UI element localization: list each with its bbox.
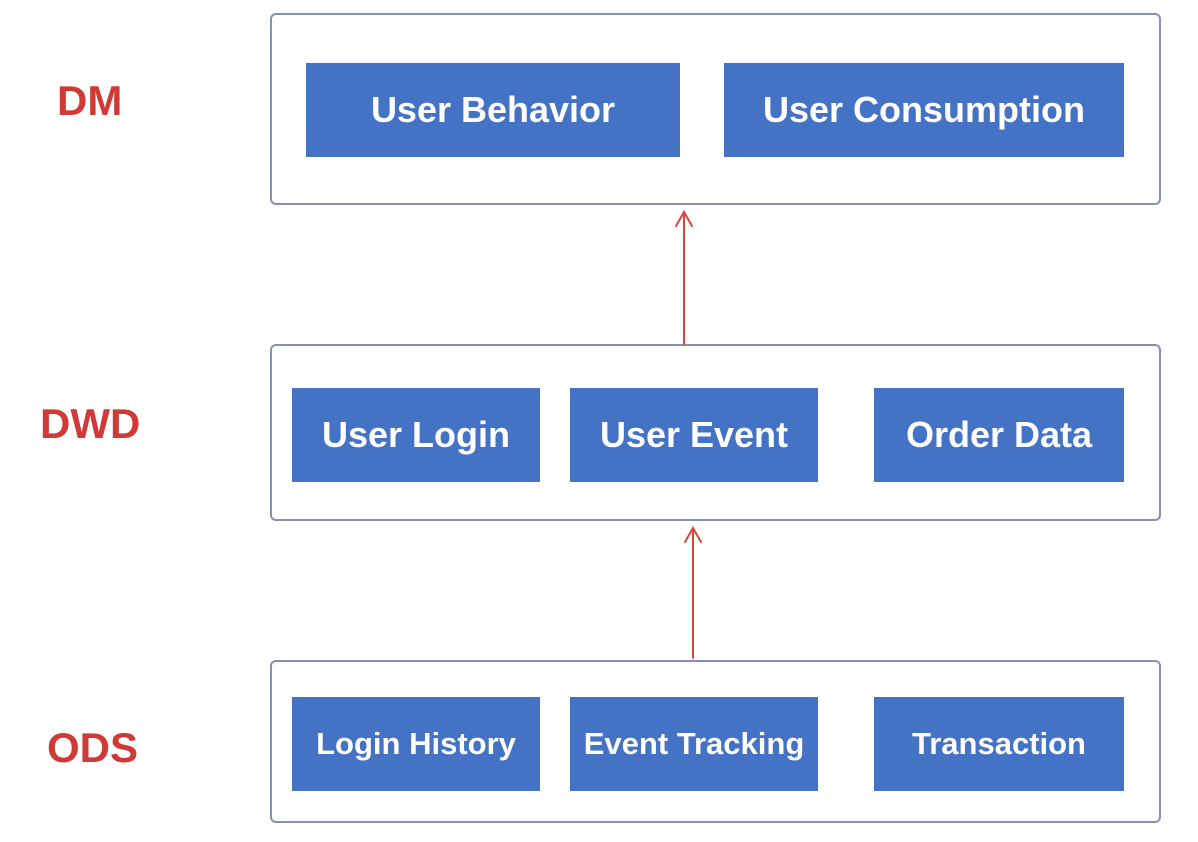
- node-login-history: Login History: [292, 697, 540, 791]
- ods-layer-panel: Login History Event Tracking Transaction: [270, 660, 1161, 823]
- arrow-ods-to-dwd: [684, 525, 702, 659]
- arrow-dwd-to-dm: [675, 209, 693, 345]
- node-user-consumption: User Consumption: [724, 63, 1124, 157]
- layer-label-dm: DM: [57, 77, 123, 124]
- node-user-login: User Login: [292, 388, 540, 482]
- dm-layer-panel: User Behavior User Consumption: [270, 13, 1161, 205]
- layer-label-ods: ODS: [47, 724, 139, 771]
- node-order-data: Order Data: [874, 388, 1124, 482]
- node-transaction: Transaction: [874, 697, 1124, 791]
- dwd-layer-panel: User Login User Event Order Data: [270, 344, 1161, 521]
- node-user-behavior: User Behavior: [306, 63, 680, 157]
- layer-label-dwd: DWD: [40, 400, 141, 447]
- node-user-event: User Event: [570, 388, 818, 482]
- node-event-tracking: Event Tracking: [570, 697, 818, 791]
